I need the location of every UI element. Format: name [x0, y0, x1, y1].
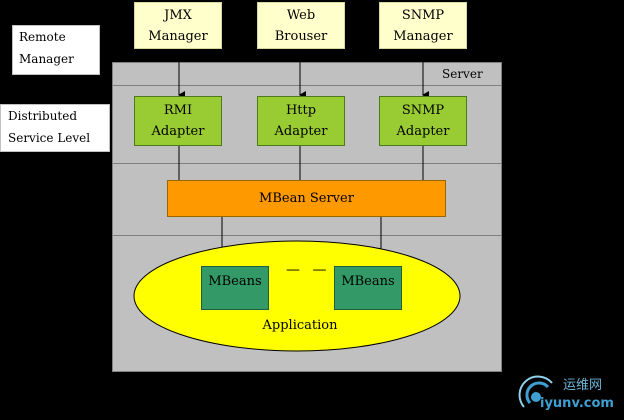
mbean-server-box: MBean Server	[167, 180, 446, 217]
rmi-adapter-line2: Adapter	[151, 124, 205, 139]
application-ellipse	[133, 240, 461, 352]
http-adapter-line1: Http	[285, 103, 317, 118]
distributed-label-line1: Distributed	[8, 109, 78, 123]
jmx-manager-line1: JMX	[164, 7, 192, 23]
server-divider-middle	[112, 163, 502, 164]
mbeans-left-label: MBeans	[208, 274, 262, 289]
iyunv-logo-icon	[518, 375, 553, 408]
http-adapter-line2: Adapter	[274, 124, 328, 139]
web-browser-line2: Brouser	[274, 28, 328, 44]
server-divider-bottom	[112, 235, 502, 236]
remote-manager-label-line2: Manager	[19, 52, 74, 66]
distributed-service-level-label: Distributed Service Level	[0, 104, 110, 152]
server-label: Server	[442, 67, 483, 81]
remote-manager-label-line1: Remote	[19, 30, 66, 44]
snmp-adapter-box: SNMP Adapter	[379, 96, 467, 146]
snmp-manager-line2: Manager	[393, 28, 453, 44]
web-browser-line1: Web	[286, 7, 316, 23]
jmx-manager-line2: Manager	[148, 28, 208, 44]
snmp-manager-box: SNMP Manager	[379, 2, 467, 49]
rmi-adapter-box: RMI Adapter	[134, 96, 222, 146]
snmp-manager-line1: SNMP	[401, 7, 445, 23]
jmx-manager-box: JMX Manager	[134, 2, 222, 49]
mbeans-box-right: MBeans	[334, 266, 402, 310]
distributed-label-line2: Service Level	[8, 131, 91, 145]
snmp-adapter-line1: SNMP	[401, 103, 445, 118]
web-browser-box: Web Brouser	[257, 2, 345, 49]
snmp-adapter-line2: Adapter	[396, 124, 450, 139]
rmi-adapter-line1: RMI	[163, 103, 193, 118]
mbeans-right-label: MBeans	[341, 274, 395, 289]
watermark-cn: 运维网	[563, 378, 603, 393]
mbean-server-label: MBean Server	[259, 191, 354, 206]
http-adapter-box: Http Adapter	[257, 96, 345, 146]
remote-manager-label: Remote Manager	[12, 25, 100, 75]
mbeans-box-left: MBeans	[201, 266, 269, 310]
server-divider-top	[112, 85, 502, 86]
watermark-url: iyunv.com	[540, 396, 614, 411]
mbeans-separator: — —	[286, 262, 331, 278]
application-label: Application	[262, 318, 338, 333]
